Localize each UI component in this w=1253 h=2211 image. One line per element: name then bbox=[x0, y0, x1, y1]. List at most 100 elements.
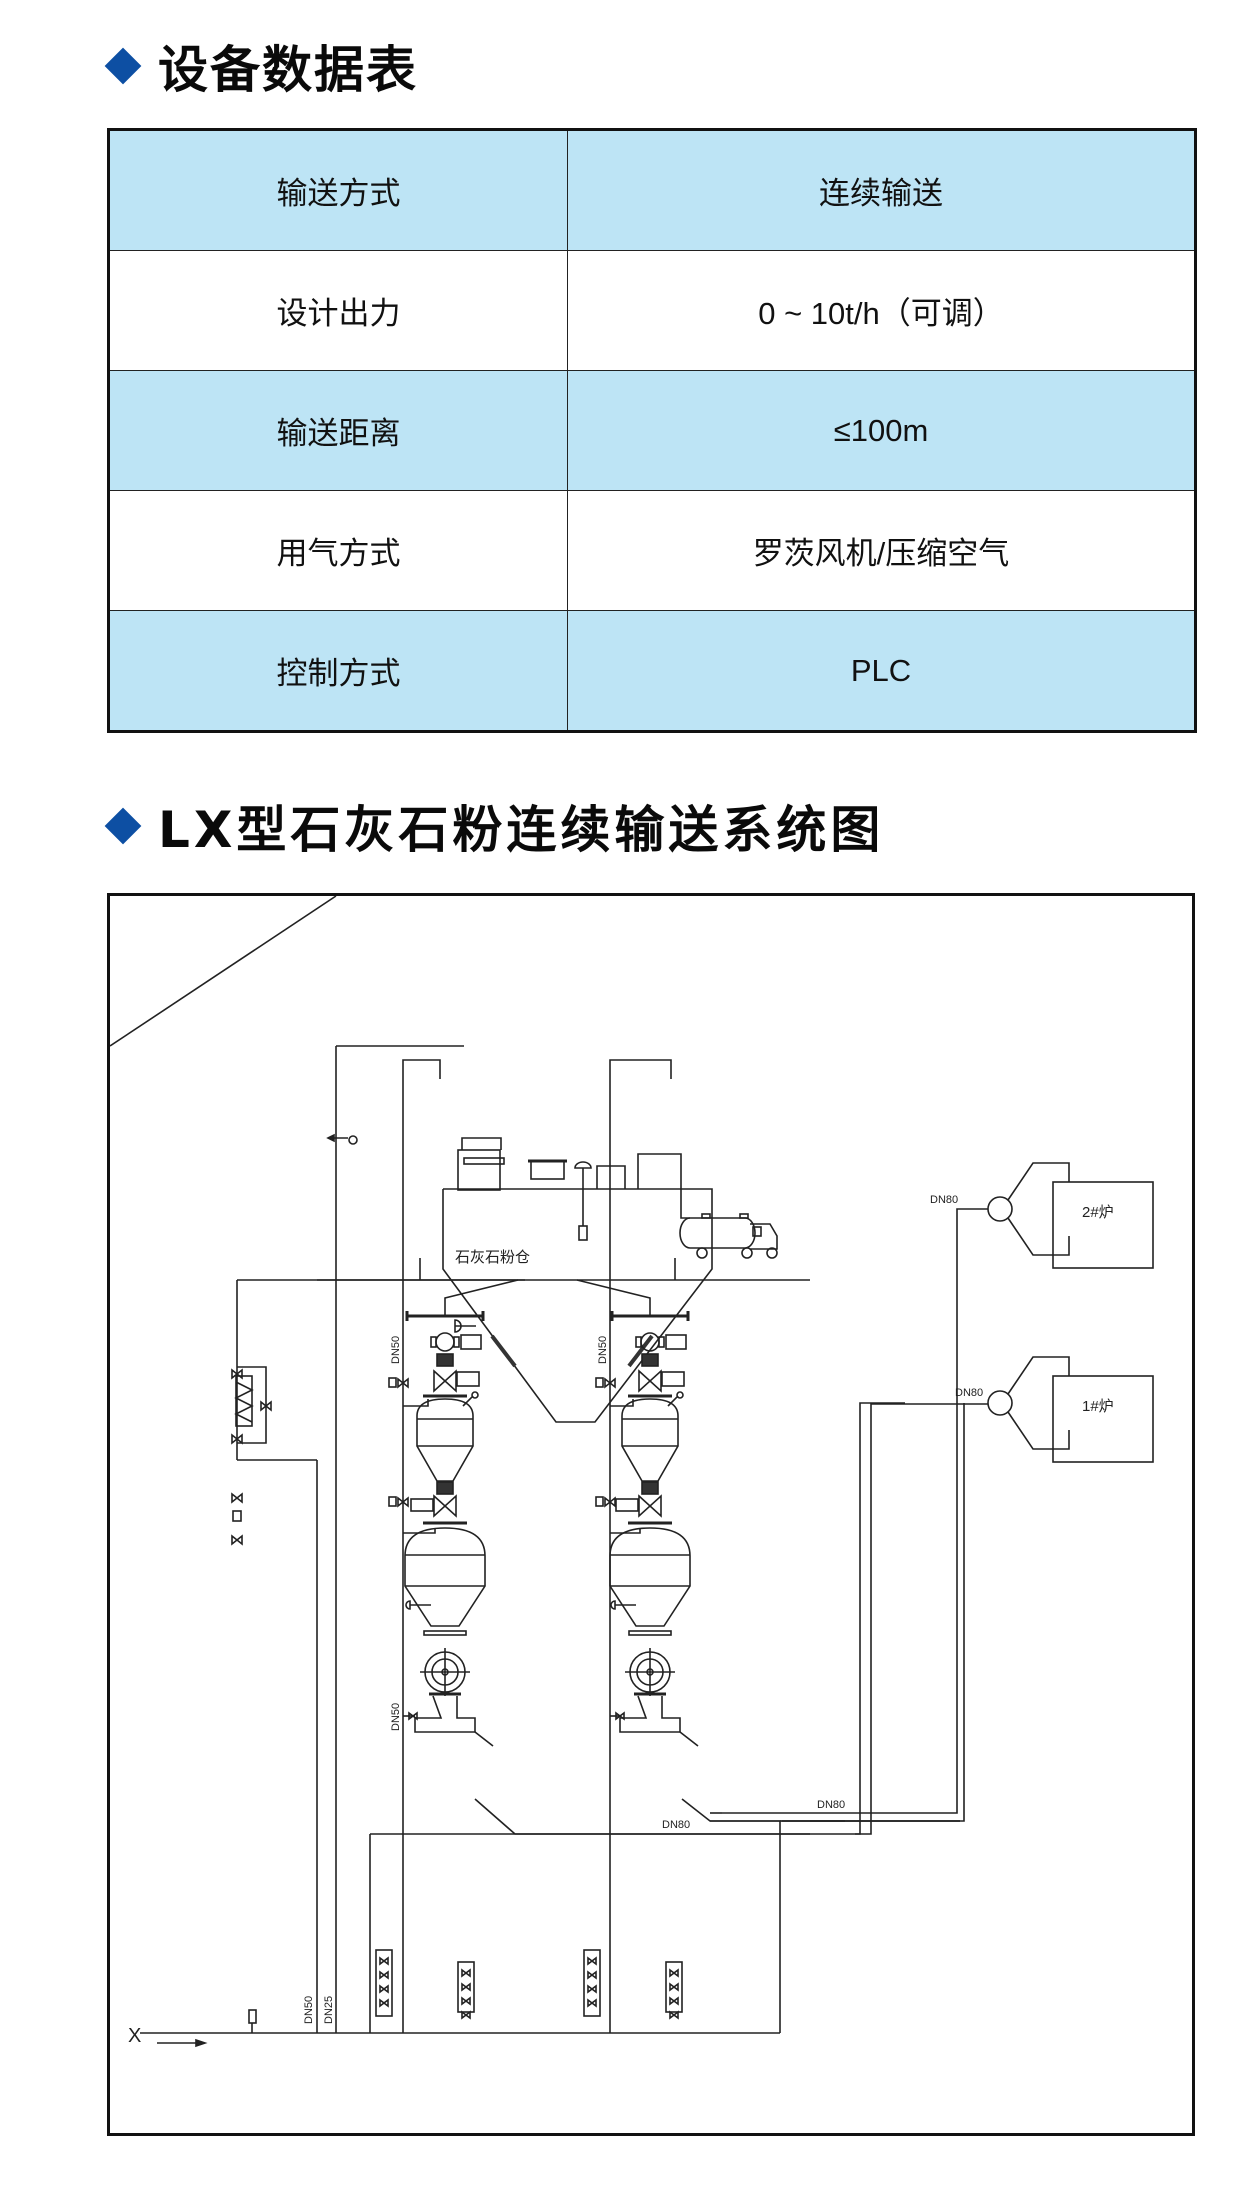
pipe-dn80-left-outlet bbox=[474, 1798, 810, 1835]
valve-icon bbox=[397, 1377, 409, 1389]
pump-vessel bbox=[404, 1527, 486, 1627]
actuator-icon bbox=[595, 1496, 604, 1507]
valve-icon bbox=[587, 1970, 597, 1980]
valve-icon bbox=[669, 1982, 679, 1992]
air-valve-box bbox=[665, 1961, 683, 2020]
valve-icon bbox=[669, 1968, 679, 1978]
diamond-icon bbox=[104, 807, 142, 845]
system-diagram: 石灰石粉仓 bbox=[109, 895, 1154, 2048]
rotary-valve-icon bbox=[435, 1332, 455, 1352]
bellows-icon bbox=[641, 1353, 659, 1367]
actuator-icon bbox=[388, 1377, 397, 1388]
table-value-cell: 罗茨风机/压缩空气 bbox=[567, 490, 1196, 611]
actuator-icon bbox=[388, 1496, 397, 1507]
distributor-icon bbox=[987, 1390, 1013, 1416]
valve-icon bbox=[587, 1998, 597, 2008]
actuator-icon bbox=[665, 1334, 687, 1350]
dust-collector bbox=[457, 1149, 501, 1191]
valve-icon bbox=[397, 1496, 409, 1508]
pipe-label-dn80-low: DN80 bbox=[662, 1819, 690, 1831]
pressure-gauge-icon bbox=[248, 2009, 257, 2024]
pipe-dn80-furnace2 bbox=[722, 1208, 988, 1814]
valve-icon bbox=[615, 1711, 625, 1721]
valve-icon bbox=[433, 1494, 457, 1518]
gauge-icon bbox=[471, 1391, 479, 1399]
actuator-icon bbox=[456, 1371, 480, 1387]
bellows-icon bbox=[436, 1353, 454, 1367]
pipe-label-dn80-furnace1: DN80 bbox=[955, 1387, 983, 1399]
pipe-label-dn50-right: DN50 bbox=[597, 1336, 609, 1364]
equipment-data-table: 输送方式 连续输送 设计出力 0 ~ 10t/h（可调） 输送距离 ≤100m … bbox=[107, 128, 1197, 733]
pump-train-right bbox=[576, 1258, 699, 1747]
actuator-icon bbox=[410, 1498, 434, 1512]
actuator-icon bbox=[460, 1334, 482, 1350]
table-row: 用气方式 罗茨风机/压缩空气 bbox=[108, 490, 1196, 611]
intermediate-vessel bbox=[621, 1398, 679, 1482]
bellows-icon bbox=[436, 1481, 454, 1495]
section-title-text: LX型石灰石粉连续输送系统图 bbox=[158, 801, 885, 859]
feed-chute bbox=[444, 1279, 519, 1316]
valve-icon bbox=[604, 1496, 616, 1508]
valve-icon bbox=[408, 1711, 418, 1721]
furnace-1-label: 1#炉 bbox=[1082, 1398, 1114, 1415]
valve-icon bbox=[587, 1984, 597, 1994]
valve-icon bbox=[433, 1369, 457, 1393]
air-valve-box bbox=[375, 1949, 393, 2017]
furnace-2-label: 2#炉 bbox=[1082, 1204, 1114, 1221]
pipe-dn80-furnace1-riser bbox=[855, 1403, 988, 1835]
pump-vessel bbox=[609, 1527, 691, 1627]
section-title-text: 设备数据表 bbox=[158, 41, 418, 99]
truck-fill-pipe bbox=[637, 1153, 690, 1219]
gauge-icon bbox=[676, 1391, 684, 1399]
pipe-label-dn50-lower: DN50 bbox=[390, 1703, 402, 1731]
section-title-equipment-data: 设备数据表 bbox=[104, 30, 418, 102]
valve-icon bbox=[669, 1996, 679, 2006]
level-switch-icon bbox=[405, 1600, 411, 1610]
table-value-cell: PLC bbox=[567, 610, 1196, 732]
table-row: 设计出力 0 ~ 10t/h（可调） bbox=[108, 250, 1196, 371]
intermediate-vessel bbox=[416, 1398, 474, 1482]
valve-icon bbox=[461, 1968, 471, 1978]
valve-icon bbox=[379, 1970, 389, 1980]
valve-icon bbox=[461, 1996, 471, 2006]
valve-icon bbox=[379, 1984, 389, 1994]
table-row: 输送方式 连续输送 bbox=[108, 129, 1196, 251]
distributor-icon bbox=[987, 1196, 1013, 1222]
pipe-dn50-right bbox=[609, 1059, 672, 2033]
valve-icon bbox=[638, 1494, 662, 1518]
tanker-truck-icon bbox=[679, 1213, 778, 1259]
pipe-label-dn80-mid: DN80 bbox=[817, 1799, 845, 1811]
valve-icon bbox=[379, 1956, 389, 1966]
bellows-icon bbox=[641, 1481, 659, 1495]
table-row: 输送距离 ≤100m bbox=[108, 370, 1196, 491]
furnace-2: 2#炉 bbox=[987, 1162, 1154, 1269]
table-key-cell: 控制方式 bbox=[108, 610, 568, 732]
table-value-cell: ≤100m bbox=[567, 370, 1196, 491]
air-filter-heater bbox=[231, 1366, 272, 1546]
valve-icon bbox=[461, 1982, 471, 1992]
pipe-dn50-left bbox=[402, 1059, 441, 2033]
table-key-cell: 用气方式 bbox=[108, 490, 568, 611]
section-title-system-diagram: LX型石灰石粉连续输送系统图 bbox=[104, 790, 884, 862]
silo-label: 石灰石粉仓 bbox=[455, 1249, 530, 1266]
valve-icon bbox=[587, 1956, 597, 1966]
table-key-cell: 输送距离 bbox=[108, 370, 568, 491]
mixing-tee bbox=[619, 1695, 681, 1733]
table-value-cell: 0 ~ 10t/h（可调） bbox=[567, 250, 1196, 371]
pipe-dn80-furnace1 bbox=[515, 1402, 905, 1835]
manhole-nozzle bbox=[530, 1160, 565, 1180]
feed-chute bbox=[576, 1279, 651, 1316]
actuator-icon bbox=[615, 1498, 639, 1512]
pipe-label-dn80-furnace2: DN80 bbox=[930, 1194, 958, 1206]
mixing-tee bbox=[414, 1695, 476, 1733]
actuator-icon bbox=[661, 1371, 685, 1387]
pipe-label-dn50-main: DN50 bbox=[303, 1996, 315, 2024]
air-valve-box bbox=[457, 1961, 475, 2020]
system-diagram-frame: 石灰石粉仓 bbox=[107, 893, 1195, 2136]
valve-icon bbox=[379, 1998, 389, 2008]
air-valve-box bbox=[583, 1949, 601, 2017]
table-row: 控制方式 PLC bbox=[108, 610, 1196, 732]
diamond-icon bbox=[104, 47, 142, 85]
valve-icon bbox=[638, 1369, 662, 1393]
pipe-label-dn50-left: DN50 bbox=[390, 1336, 402, 1364]
